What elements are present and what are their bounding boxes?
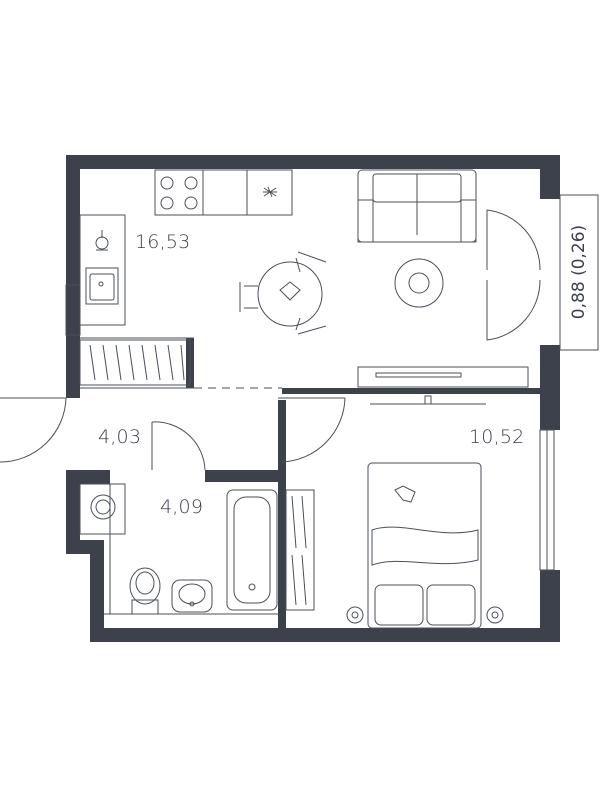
bathtub-icon bbox=[226, 489, 278, 611]
wall-left-upper bbox=[66, 155, 80, 395]
washbasin-icon bbox=[171, 579, 213, 613]
wardrobe-icon bbox=[285, 489, 315, 611]
bathroom-furniture bbox=[79, 483, 278, 615]
bedroom-furniture bbox=[285, 395, 504, 629]
wall-top bbox=[66, 155, 560, 169]
wall-left-stub bbox=[66, 380, 80, 398]
coffee-table-icon bbox=[394, 258, 444, 308]
tv-icon bbox=[370, 395, 486, 405]
balcony-door-lower bbox=[486, 279, 541, 341]
wall-bath-left bbox=[80, 470, 110, 484]
wall-left-bottom bbox=[90, 540, 104, 642]
balcony-area-label: 0,88 (0,26) bbox=[569, 224, 589, 320]
bath-door bbox=[151, 421, 206, 471]
wall-right-lower bbox=[540, 345, 560, 430]
room-area-hallway: 4,03 bbox=[98, 426, 142, 448]
bed-icon bbox=[367, 462, 482, 629]
wall-top-right-corner bbox=[540, 155, 560, 199]
fan-icon bbox=[263, 186, 277, 198]
room-area-bathroom: 4,09 bbox=[160, 496, 204, 518]
room-area-bedroom: 10,52 bbox=[469, 426, 525, 448]
wall-right-bottom bbox=[540, 570, 560, 642]
walls bbox=[66, 155, 560, 642]
counter-left bbox=[79, 214, 126, 326]
dining-table-icon bbox=[239, 251, 327, 335]
toilet-icon bbox=[129, 567, 161, 615]
tv-stand-icon bbox=[357, 366, 529, 388]
doors bbox=[0, 209, 541, 471]
wall-bath-top bbox=[205, 470, 285, 482]
balcony bbox=[559, 194, 599, 351]
radiator-icon bbox=[346, 606, 504, 624]
kitchen-furniture bbox=[79, 169, 293, 386]
balcony-door-upper bbox=[486, 209, 541, 271]
wall-bath-right bbox=[278, 400, 286, 628]
wall-left-lower bbox=[66, 470, 80, 552]
faucet-icon bbox=[95, 230, 109, 251]
wardrobe-hall bbox=[79, 339, 191, 386]
wardrobe-hangers bbox=[89, 344, 185, 381]
entrance-door bbox=[0, 397, 67, 463]
wall-bottom bbox=[90, 628, 560, 642]
room-area-kitchen-living: 16,53 bbox=[135, 231, 191, 253]
sink-icon bbox=[85, 267, 119, 305]
living-furniture bbox=[239, 169, 529, 388]
sofa-icon bbox=[357, 169, 477, 243]
washing-machine-icon bbox=[79, 483, 126, 535]
wall-bedroom-top bbox=[282, 388, 540, 394]
hall-door bbox=[278, 397, 346, 463]
stove-icon bbox=[154, 169, 204, 216]
